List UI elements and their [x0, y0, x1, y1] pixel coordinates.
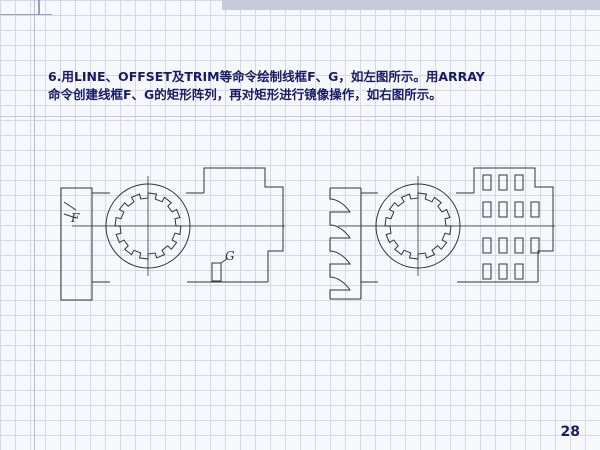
frame-f: [63, 201, 77, 219]
right-body: [203, 167, 284, 282]
frame-g: [211, 262, 222, 282]
page-number: 28: [560, 424, 580, 440]
left-plate: [60, 187, 93, 301]
g-leader-line: [220, 257, 229, 264]
r-right-body: [473, 167, 554, 282]
corner-mark-horizontal: [0, 14, 52, 15]
label-f: F: [70, 211, 80, 225]
comb-notches: [329, 188, 351, 299]
instruction-text: 6.用LINE、OFFSET及TRIM等命令绘制线框F、G，如左图所示。用ARR…: [48, 68, 568, 104]
instruction-line-2: 命令创建线框F、G的矩形阵列，再对矩形进行镜像操作，如右图所示。: [48, 87, 442, 102]
right-figure: [329, 167, 555, 300]
left-figure: [60, 167, 285, 301]
header-rule: [0, 116, 600, 117]
rectangle-array: [482, 174, 540, 280]
instruction-line-1: 6.用LINE、OFFSET及TRIM等命令绘制线框F、G，如左图所示。用ARR…: [48, 69, 485, 84]
corner-mark: [38, 0, 40, 14]
left-margin-rule: [34, 0, 35, 450]
label-g: G: [225, 249, 235, 263]
header-band: [222, 0, 600, 10]
